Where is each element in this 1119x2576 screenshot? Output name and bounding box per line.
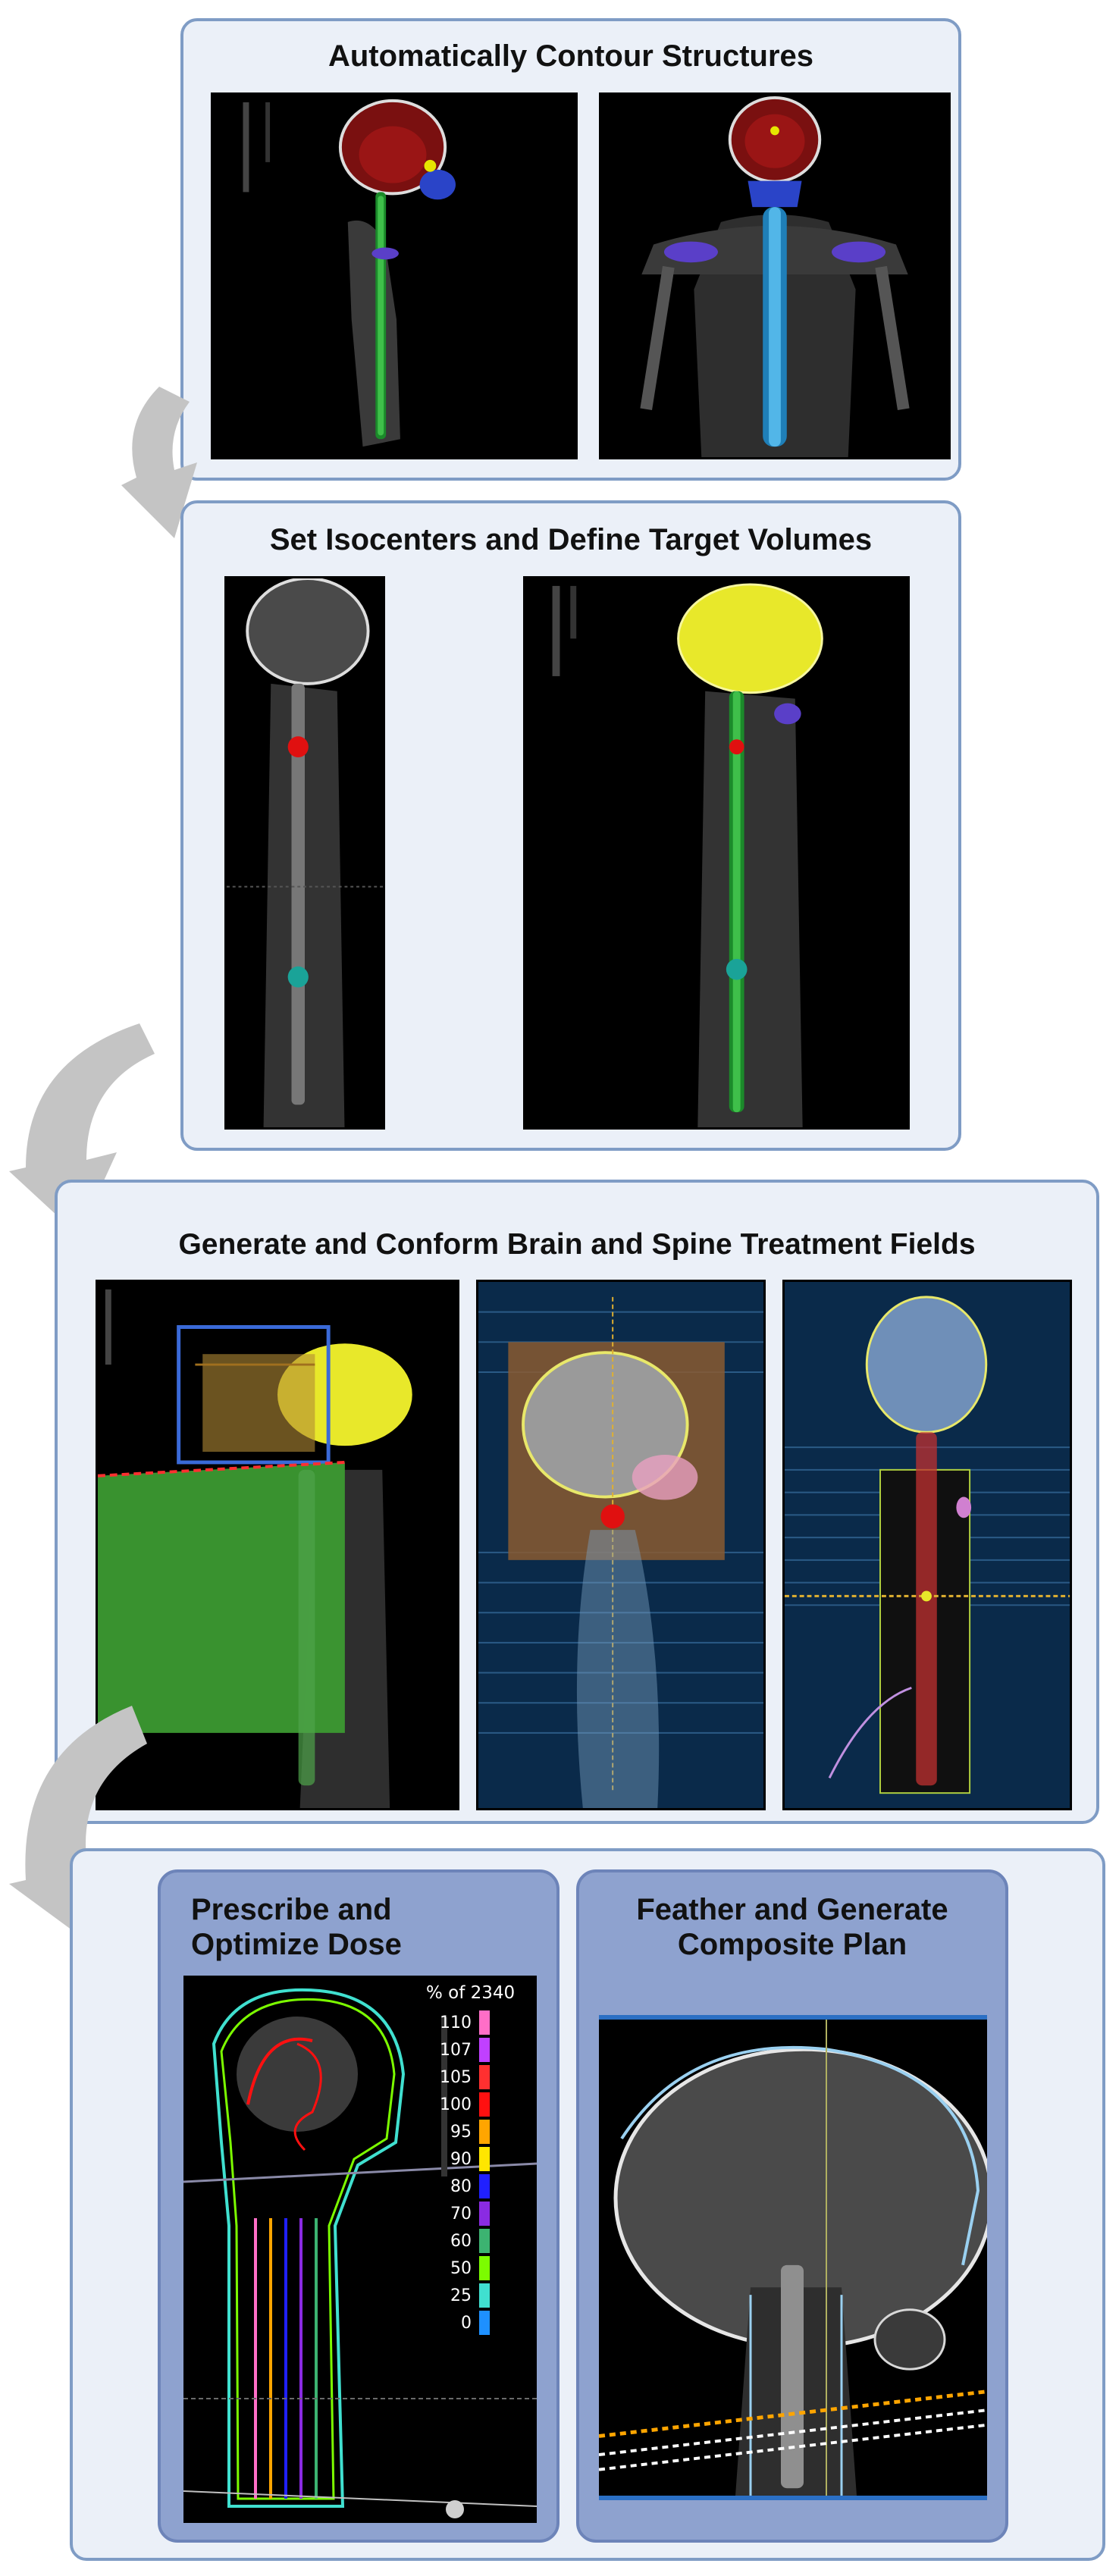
step-3-panel: Generate and Conform Brain and Spine Tre… (55, 1180, 1099, 1824)
dose-legend-swatch (479, 2256, 490, 2280)
dose-legend-row: 105 (426, 2064, 555, 2091)
dose-legend-swatch (479, 2065, 490, 2089)
brain-spine-field-sagittal-image (96, 1280, 459, 1810)
flow-arrow-2 (9, 1023, 155, 1236)
dose-legend-row: 95 (426, 2118, 555, 2145)
brain-field-beams-eye-view-image (476, 1280, 766, 1810)
dose-legend: % of 2340 110 107 105 100 95 90 80 70 60 50 25 0 (426, 1983, 555, 2336)
dose-legend-row: 0 (426, 2309, 555, 2336)
step-2-title: Set Isocenters and Define Target Volumes (269, 523, 873, 556)
dose-legend-row: 70 (426, 2200, 555, 2227)
dose-legend-value: 60 (450, 2231, 472, 2251)
dose-legend-swatch (479, 2174, 490, 2198)
dose-distribution-image (183, 1976, 537, 2523)
dose-legend-swatch (479, 2092, 490, 2117)
step-1-panel: Automatically Contour Structures (180, 18, 961, 481)
contour-coronal-image (599, 92, 951, 459)
dose-legend-value: 70 (450, 2204, 472, 2223)
dose-legend-swatch (479, 2311, 490, 2335)
dose-legend-value: 95 (450, 2122, 472, 2142)
dose-legend-swatch (479, 2283, 490, 2308)
dose-legend-row: 110 (426, 2009, 555, 2036)
dose-legend-value: 105 (440, 2067, 472, 2087)
prescribe-optimize-subpanel: Prescribe and Optimize Dose (158, 1869, 560, 2543)
step-2-panel: Set Isocenters and Define Target Volumes (180, 500, 961, 1151)
step-3-title: Generate and Conform Brain and Spine Tre… (178, 1228, 976, 1261)
dose-legend-value: 110 (440, 2013, 472, 2032)
dose-legend-swatch (479, 2010, 490, 2035)
dose-legend-swatch (479, 2147, 490, 2171)
dose-legend-row: 80 (426, 2173, 555, 2200)
dose-legend-swatch (479, 2038, 490, 2062)
dose-legend-swatch (479, 2120, 490, 2144)
dose-legend-value: 25 (450, 2286, 472, 2305)
dose-legend-row: 60 (426, 2227, 555, 2255)
dose-legend-value: 80 (450, 2176, 472, 2196)
dose-legend-swatch (479, 2202, 490, 2226)
dose-legend-row: 100 (426, 2091, 555, 2118)
dose-legend-value: 107 (440, 2040, 472, 2060)
dose-legend-value: 0 (461, 2313, 472, 2333)
flow-arrow-1 (121, 387, 197, 538)
dose-legend-header: % of 2340 (426, 1983, 516, 2003)
isocenter-sagittal-image (224, 576, 385, 1130)
flow-arrow-3 (9, 1706, 147, 1941)
feather-composite-title: Feather and Generate Composite Plan (636, 1893, 948, 1961)
dose-legend-value: 100 (440, 2095, 472, 2114)
contour-sagittal-image (211, 92, 578, 459)
dose-legend-swatch (479, 2229, 490, 2253)
step-4-panel: Prescribe and Optimize Dose (70, 1848, 1105, 2561)
dose-legend-row: 90 (426, 2145, 555, 2173)
dose-legend-value: 90 (450, 2149, 472, 2169)
dose-legend-rows: 110 107 105 100 95 90 80 70 60 50 25 0 (426, 2009, 555, 2336)
feather-composite-subpanel: Feather and Generate Composite Plan (576, 1869, 1008, 2543)
step-1-title: Automatically Contour Structures (328, 39, 814, 73)
composite-plan-image (599, 2015, 987, 2500)
dose-legend-row: 25 (426, 2282, 555, 2309)
dose-legend-value: 50 (450, 2258, 472, 2278)
target-volume-sagittal-image (523, 576, 910, 1130)
prescribe-optimize-title: Prescribe and Optimize Dose (191, 1893, 402, 1961)
dose-legend-row: 107 (426, 2036, 555, 2064)
spine-field-coronal-image (782, 1280, 1072, 1810)
dose-legend-row: 50 (426, 2255, 555, 2282)
